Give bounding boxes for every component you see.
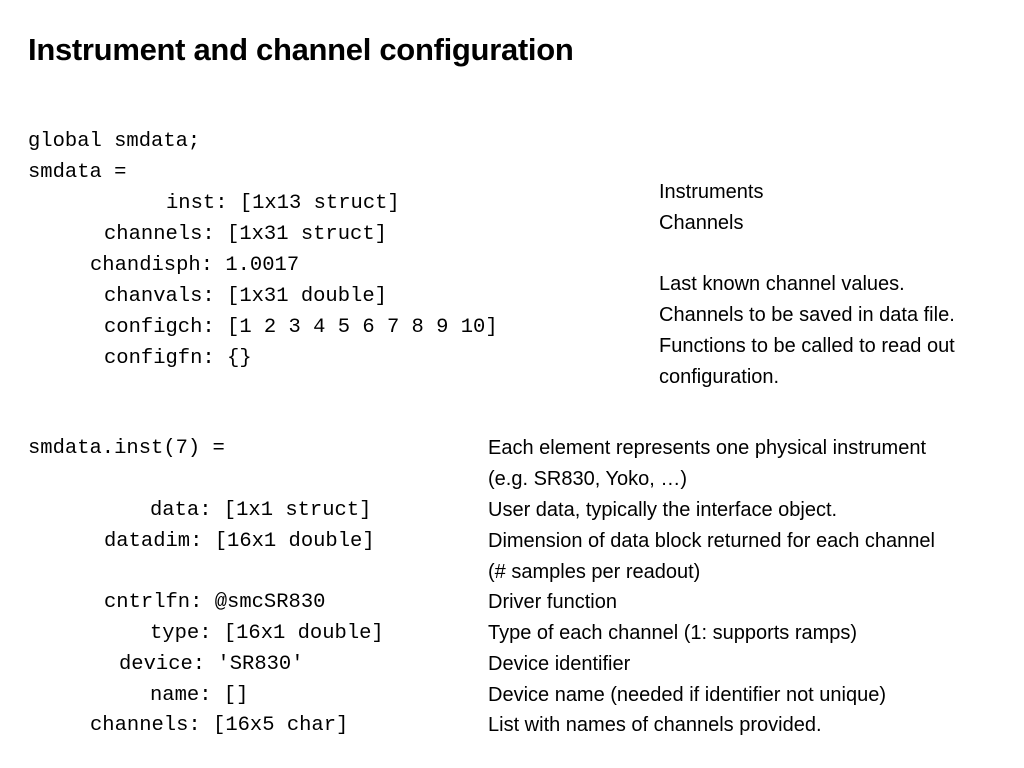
code-line-chandisph: chandisph: 1.0017 bbox=[90, 254, 300, 277]
note-configfn: Functions to be called to read out bbox=[659, 335, 955, 357]
note-cntrlfn: Driver function bbox=[488, 591, 617, 613]
code-line-channels: channels: [1x31 struct] bbox=[104, 223, 387, 246]
slide-title: Instrument and channel configuration bbox=[28, 32, 574, 67]
code-line-smdata-assign: smdata = bbox=[28, 161, 127, 184]
code-line-global: global smdata; bbox=[28, 130, 201, 153]
note-channels-list: List with names of channels provided. bbox=[488, 714, 822, 736]
note-data: User data, typically the interface objec… bbox=[488, 499, 838, 521]
note-instruments: Instruments bbox=[659, 181, 764, 203]
code-line-type: type: [16x1 double] bbox=[150, 622, 384, 645]
code-line-inst7-assign: smdata.inst(7) = bbox=[28, 437, 225, 460]
code-line-chanvals: chanvals: [1x31 double] bbox=[104, 285, 387, 308]
code-line-data: data: [1x1 struct] bbox=[150, 499, 372, 522]
note-element: Each element represents one physical ins… bbox=[488, 437, 927, 459]
note-channels: Channels bbox=[659, 212, 744, 234]
code-line-configch: configch: [1 2 3 4 5 6 7 8 9 10] bbox=[104, 316, 498, 339]
code-line-datadim: datadim: [16x1 double] bbox=[104, 530, 375, 553]
note-chanvals: Last known channel values. bbox=[659, 273, 905, 295]
code-line-inst: inst: [1x13 struct] bbox=[166, 192, 400, 215]
code-line-device: device: 'SR830' bbox=[119, 653, 304, 676]
note-configch: Channels to be saved in data file. bbox=[659, 304, 955, 326]
note-device: Device identifier bbox=[488, 653, 631, 675]
note-element-cont: (e.g. SR830, Yoko, …) bbox=[488, 468, 688, 490]
code-line-configfn: configfn: {} bbox=[104, 347, 252, 370]
note-name: Device name (needed if identifier not un… bbox=[488, 684, 887, 706]
note-configfn-cont: configuration. bbox=[659, 366, 780, 388]
note-datadim: Dimension of data block returned for eac… bbox=[488, 530, 935, 552]
code-line-name: name: [] bbox=[150, 684, 249, 707]
code-line-inst-channels: channels: [16x5 char] bbox=[90, 714, 349, 737]
note-type: Type of each channel (1: supports ramps) bbox=[488, 622, 858, 644]
note-datadim-cont: (# samples per readout) bbox=[488, 561, 701, 583]
code-line-cntrlfn: cntrlfn: @smcSR830 bbox=[104, 591, 326, 614]
